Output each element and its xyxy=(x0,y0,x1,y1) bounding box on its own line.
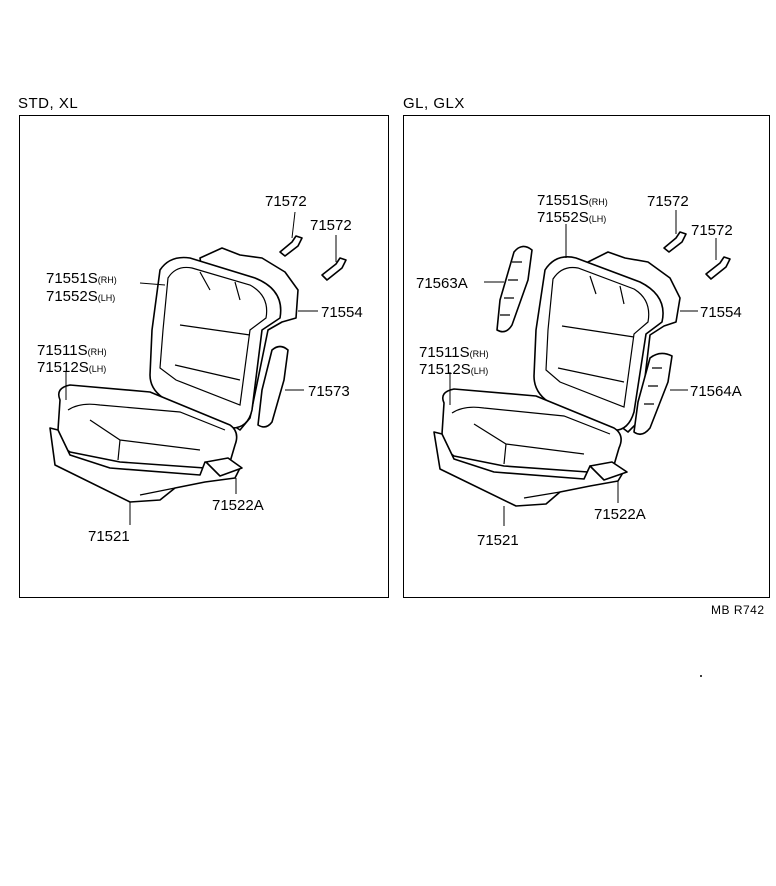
left-labels: 71572 71572 71551S(RH) 71552S(LH) 71554 … xyxy=(37,193,363,545)
right-label-base: 71521 xyxy=(477,532,519,549)
left-label-back-cover-rh: 71551S(RH) xyxy=(46,270,117,287)
right-side-support-right xyxy=(633,352,673,436)
left-side-pad xyxy=(257,345,289,428)
left-label-base: 71521 xyxy=(88,528,130,545)
right-label-back-panel: 71554 xyxy=(700,304,742,321)
right-side-support-left xyxy=(496,245,533,333)
left-label-grip-b: 71572 xyxy=(310,217,352,234)
right-label-cushion-lh: 71512S(LH) xyxy=(419,361,488,378)
right-panel-frame xyxy=(403,115,770,598)
left-grip-b xyxy=(321,257,347,281)
right-seat-back-inner xyxy=(545,266,650,408)
right-label-cushion-rh: 71511S(RH) xyxy=(419,344,489,361)
right-label-back-cover-rh: 71551S(RH) xyxy=(537,192,608,209)
left-label-grip-a: 71572 xyxy=(265,193,307,210)
left-label-side-pad: 71573 xyxy=(308,383,350,400)
left-seat-back xyxy=(149,256,282,429)
left-panel-frame xyxy=(19,115,389,598)
left-label-cushion-rh: 71511S(RH) xyxy=(37,342,107,359)
right-label-grip-b: 71572 xyxy=(691,222,733,239)
right-seat xyxy=(433,210,731,526)
right-label-side-support-left: 71563A xyxy=(416,275,468,292)
left-label-cushion-lh: 71512S(LH) xyxy=(37,359,106,376)
drawing-code: MB R742 xyxy=(711,603,765,617)
left-label-rail-cover: 71522A xyxy=(212,497,264,514)
left-label-back-cover-lh: 71552S(LH) xyxy=(46,288,115,305)
left-seat xyxy=(49,211,347,525)
right-labels: 71551S(RH) 71552S(LH) 71572 71572 71563A… xyxy=(416,192,742,549)
left-label-back-panel: 71554 xyxy=(321,304,363,321)
right-label-grip-a: 71572 xyxy=(647,193,689,210)
right-label-rail-cover: 71522A xyxy=(594,506,646,523)
right-seat-base xyxy=(433,431,625,507)
right-grip-b xyxy=(705,256,731,280)
right-label-back-cover-lh: 71552S(LH) xyxy=(537,209,606,226)
right-panel-title: GL, GLX xyxy=(403,95,465,112)
left-seat-back-inner xyxy=(159,266,268,406)
left-rail-cover xyxy=(205,457,243,477)
right-label-side-support-right: 71564A xyxy=(690,383,742,400)
left-seat-base xyxy=(49,427,241,503)
left-grip-a xyxy=(279,235,303,257)
stray-dot xyxy=(700,675,702,677)
right-rail-cover xyxy=(589,461,628,481)
right-grip-a xyxy=(663,231,687,253)
right-seat-back xyxy=(533,256,664,431)
left-panel-title: STD, XL xyxy=(18,95,79,112)
